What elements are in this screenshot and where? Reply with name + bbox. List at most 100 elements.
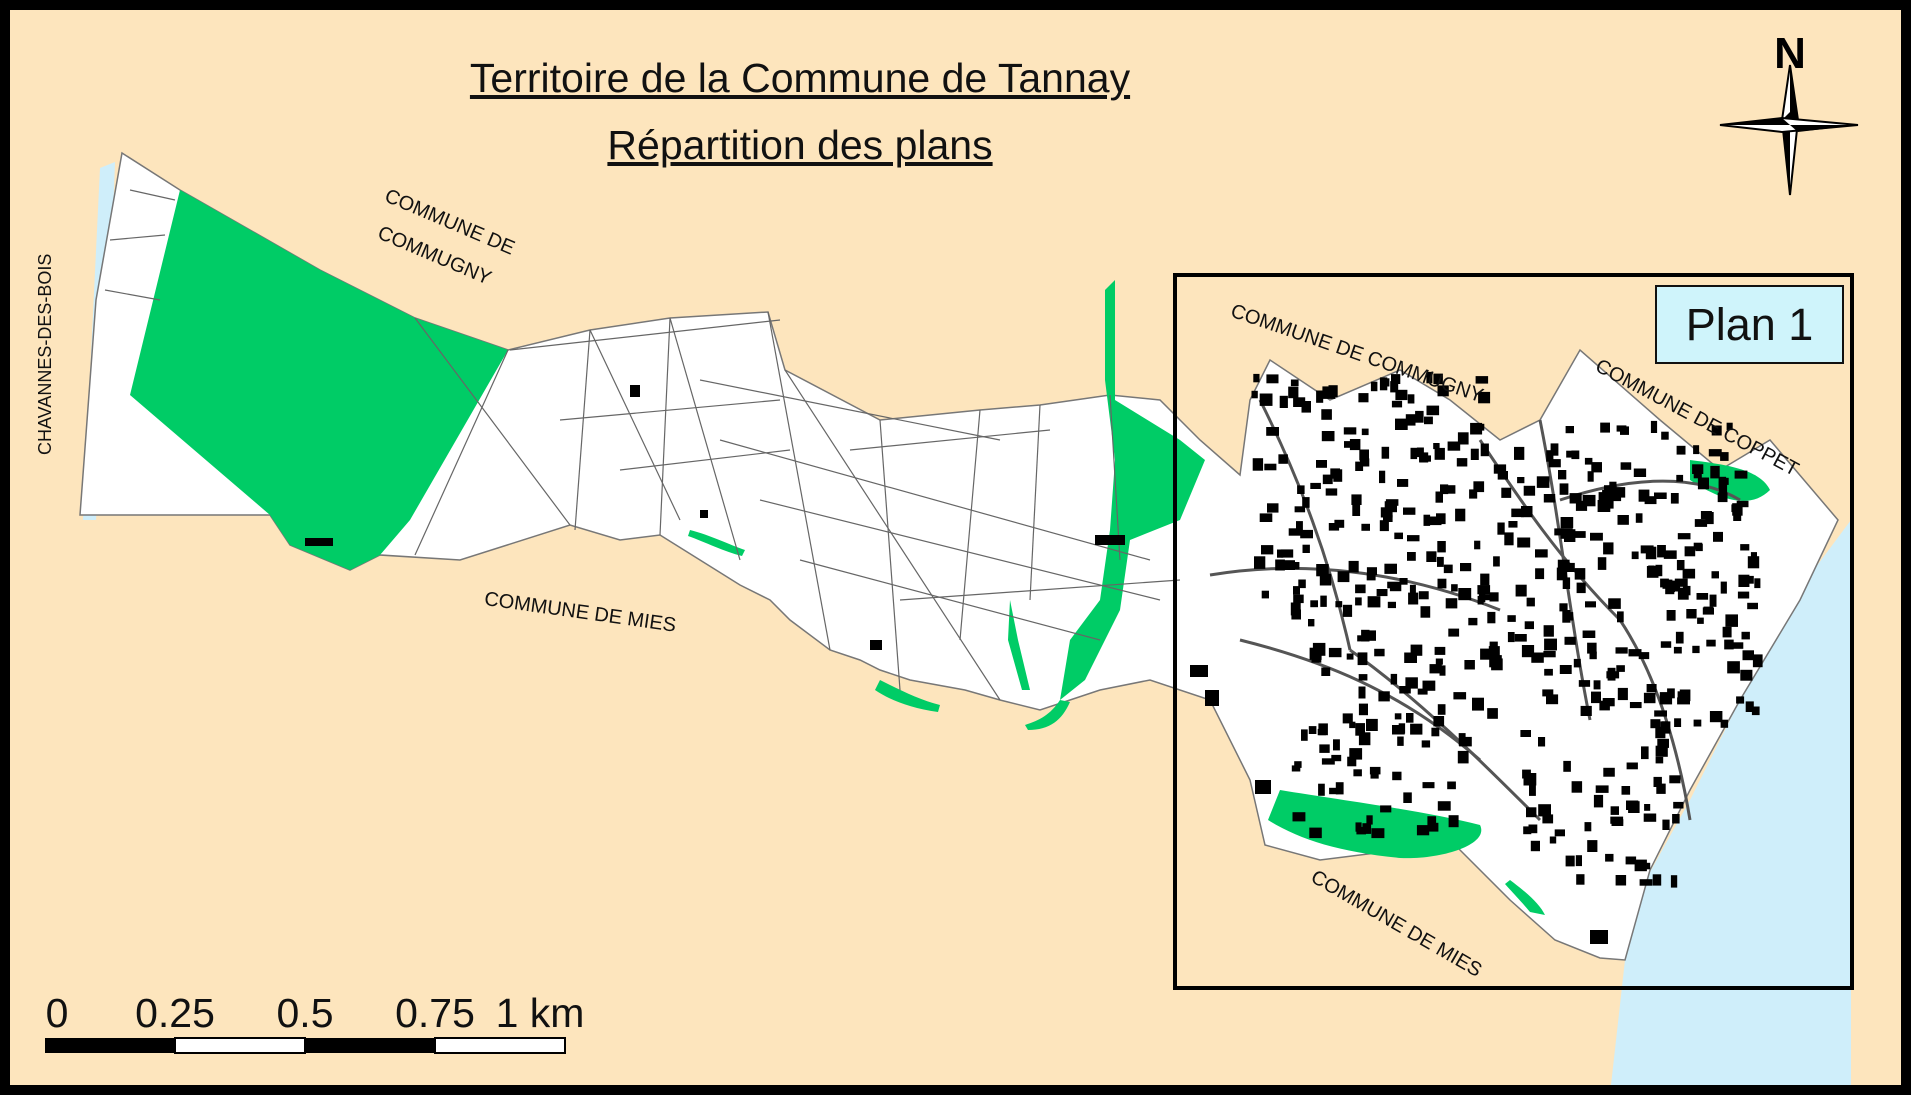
building-200 [1694, 519, 1708, 527]
building-373 [1565, 855, 1575, 867]
building-467 [1674, 718, 1682, 727]
building-97 [1379, 470, 1386, 484]
building-422 [1662, 819, 1670, 830]
building-312 [1422, 680, 1436, 691]
building-448 [1745, 701, 1754, 712]
building-20 [1358, 393, 1369, 403]
building-447 [1674, 578, 1688, 587]
building-435 [1747, 602, 1758, 610]
building-238 [1708, 449, 1722, 457]
building-186 [1725, 614, 1738, 627]
parcel-line-5 [669, 317, 741, 561]
building-170 [1501, 487, 1512, 498]
building-265 [1521, 645, 1535, 658]
building-142 [1603, 542, 1614, 555]
building-132 [1608, 598, 1621, 609]
building-298 [1487, 708, 1498, 719]
building-204 [1677, 533, 1691, 540]
building-450 [1742, 575, 1754, 584]
building-316 [1435, 658, 1443, 665]
building-121 [1325, 488, 1338, 496]
building-93 [1437, 385, 1449, 397]
building-240 [1582, 630, 1596, 638]
building-131 [1543, 650, 1556, 658]
building-475 [1422, 782, 1435, 789]
parcel-line-15 [509, 319, 781, 351]
building-76 [1294, 506, 1306, 513]
building-301 [1397, 736, 1404, 746]
building-212 [1675, 631, 1684, 644]
forest-south-strip [875, 680, 940, 712]
building-454 [1655, 564, 1663, 577]
building-168 [1686, 609, 1697, 619]
building-135 [1638, 652, 1650, 660]
building-152 [1616, 665, 1625, 672]
building-370 [1673, 801, 1684, 809]
plan-1-label[interactable]: Plan 1 [1655, 285, 1844, 364]
building-355 [1309, 647, 1322, 660]
building-290 [1390, 673, 1398, 685]
building-105 [1426, 405, 1440, 416]
building-259 [1544, 668, 1553, 676]
building-345 [1429, 664, 1442, 674]
building-222 [1543, 625, 1554, 637]
building-466 [1741, 631, 1750, 640]
building-272 [1697, 617, 1704, 624]
building-346 [1290, 602, 1301, 616]
building-488 [1427, 822, 1439, 832]
building-86 [1394, 532, 1403, 540]
building-46 [1384, 501, 1397, 513]
building-193 [1587, 642, 1597, 654]
north-letter: N [1774, 29, 1806, 78]
building-287 [1431, 727, 1440, 737]
building-163 [1717, 492, 1728, 503]
plan-1-frame[interactable] [1173, 273, 1854, 990]
building-399 [1650, 719, 1661, 729]
building-79 [1310, 482, 1321, 489]
building-13 [1297, 485, 1305, 494]
building-269 [1692, 464, 1704, 474]
building-480 [1448, 815, 1459, 828]
building-334 [1317, 728, 1326, 736]
building-164 [1693, 469, 1702, 479]
building-9 [1429, 516, 1442, 526]
building-273 [1620, 462, 1632, 470]
building-487 [1335, 782, 1344, 795]
building-77 [1457, 432, 1469, 445]
building-445 [1724, 639, 1734, 650]
parcel-line-12 [129, 189, 176, 201]
building-214 [1480, 573, 1490, 586]
building-444 [1709, 594, 1717, 607]
building-411 [1571, 781, 1583, 793]
building-21 [1478, 391, 1491, 404]
building-365 [1634, 859, 1647, 872]
building-95 [1254, 556, 1266, 569]
building-241 [1726, 422, 1733, 431]
building-283 [1293, 586, 1300, 595]
building-52 [1322, 386, 1330, 397]
building-160 [1507, 615, 1516, 622]
building-320 [1376, 589, 1388, 597]
building-35 [1456, 458, 1468, 467]
building-162 [1480, 443, 1489, 457]
building-245 [1566, 450, 1577, 458]
building-337 [1405, 677, 1418, 689]
building-110 [1437, 578, 1447, 589]
building-266 [1504, 532, 1514, 546]
building-165 [1559, 603, 1568, 612]
building-216 [1684, 546, 1696, 557]
building-434 [1742, 650, 1754, 661]
building-347 [1410, 644, 1423, 656]
building-479 [1294, 761, 1302, 768]
building-178 [1585, 601, 1596, 608]
building-431 [1740, 544, 1750, 551]
building-233 [1488, 646, 1500, 659]
building-449 [1727, 661, 1740, 674]
building-326 [1458, 588, 1472, 601]
building-377 [1546, 694, 1559, 705]
building-159 [1536, 476, 1550, 488]
building-242 [1734, 470, 1748, 479]
building-91 [1390, 381, 1399, 393]
building-232 [1557, 559, 1570, 571]
